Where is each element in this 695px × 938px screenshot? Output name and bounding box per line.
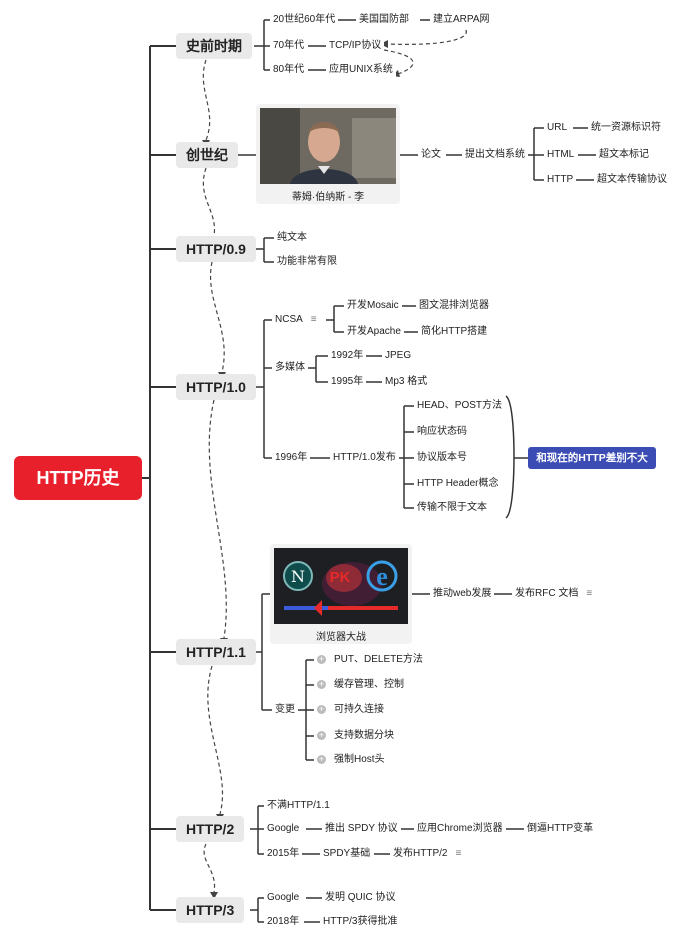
node-change-put-delete[interactable]: + PUT、DELETE方法 <box>314 652 426 668</box>
node-mosaic[interactable]: 开发Mosaic <box>344 298 402 314</box>
netscape-icon: N <box>291 567 305 586</box>
node-rfc[interactable]: 发布RFC 文档 ≡ <box>512 586 596 602</box>
tim-berners-lee-photo <box>260 108 396 184</box>
node-http10[interactable]: HTTP/1.0 <box>176 374 256 400</box>
browser-war-card[interactable]: N PK e 浏览器大战 <box>270 544 412 644</box>
summary-callout[interactable]: 和现在的HTTP差别不大 <box>528 447 656 469</box>
browser-war-image: N PK e <box>274 548 408 624</box>
node-http2-release[interactable]: 发布HTTP/2 ≡ <box>390 846 465 862</box>
change-label: 强制Host头 <box>334 754 385 765</box>
node-paper[interactable]: 论文 <box>418 147 444 163</box>
node-jpeg[interactable]: JPEG <box>382 348 415 364</box>
node-limited[interactable]: 功能非常有限 <box>274 254 340 270</box>
node-2015[interactable]: 2015年 <box>264 846 303 862</box>
change-label: PUT、DELETE方法 <box>334 654 423 665</box>
node-http-term[interactable]: HTTP <box>544 172 577 188</box>
node-spdy-base[interactable]: SPDY基础 <box>320 846 374 862</box>
expand-plus-icon[interactable]: + <box>317 703 326 714</box>
node-quic[interactable]: 发明 QUIC 协议 <box>322 890 399 906</box>
node-http3[interactable]: HTTP/3 <box>176 897 245 923</box>
root-node[interactable]: HTTP历史 <box>14 456 142 500</box>
node-1996[interactable]: 1996年 <box>272 450 311 466</box>
node-1970s[interactable]: 70年代 <box>270 38 308 54</box>
photo-card[interactable]: 蒂姆·伯纳斯 - 李 <box>256 104 400 204</box>
node-url[interactable]: URL <box>544 120 571 136</box>
node-google-spdy[interactable]: Google <box>264 821 303 837</box>
node-http2[interactable]: HTTP/2 <box>176 816 245 842</box>
node-tcpip[interactable]: TCP/IP协议 <box>326 38 385 54</box>
expand-plus-icon[interactable]: + <box>317 729 326 740</box>
node-mosaic-desc[interactable]: 图文混排浏览器 <box>416 298 492 314</box>
node-http11[interactable]: HTTP/1.1 <box>176 639 256 665</box>
node-feature-header[interactable]: HTTP Header概念 <box>414 476 502 492</box>
node-1992[interactable]: 1992年 <box>328 348 367 364</box>
node-http10-release[interactable]: HTTP/1.0发布 <box>330 450 399 466</box>
rfc-label: 发布RFC 文档 <box>515 588 579 599</box>
browser-war-caption: 浏览器大战 <box>316 632 366 643</box>
node-changes[interactable]: 变更 <box>272 702 298 718</box>
node-unhappy-http11[interactable]: 不满HTTP/1.1 <box>264 798 333 814</box>
http2-release-label: 发布HTTP/2 <box>393 848 448 859</box>
change-label: 支持数据分块 <box>334 730 394 741</box>
node-google-quic[interactable]: Google <box>264 890 303 906</box>
node-http3-approved[interactable]: HTTP/3获得批准 <box>320 914 401 930</box>
node-change-cache[interactable]: + 缓存管理、控制 <box>314 677 407 693</box>
node-apache[interactable]: 开发Apache <box>344 324 404 340</box>
node-feature-methods[interactable]: HEAD、POST方法 <box>414 398 506 414</box>
node-push-web[interactable]: 推动web发展 <box>430 586 495 602</box>
expand-plus-icon[interactable]: + <box>317 753 326 764</box>
node-1980s[interactable]: 80年代 <box>270 62 308 78</box>
node-mp3[interactable]: Mp3 格式 <box>382 374 431 390</box>
node-url-desc[interactable]: 统一资源标识符 <box>588 120 664 136</box>
node-feature-status[interactable]: 响应状态码 <box>414 424 470 440</box>
pk-text: PK <box>330 569 351 586</box>
node-1995[interactable]: 1995年 <box>328 374 367 390</box>
node-prehistory[interactable]: 史前时期 <box>176 33 252 59</box>
expand-plus-icon[interactable]: + <box>317 653 326 664</box>
node-spdy[interactable]: 推出 SPDY 协议 <box>322 821 401 837</box>
node-html[interactable]: HTML <box>544 147 578 163</box>
node-chrome[interactable]: 应用Chrome浏览器 <box>414 821 506 837</box>
node-ncsa[interactable]: NCSA ≡ <box>272 312 320 328</box>
notes-icon: ≡ <box>310 314 317 325</box>
node-apache-desc[interactable]: 简化HTTP搭建 <box>418 324 491 340</box>
node-arpanet[interactable]: 建立ARPA网 <box>430 12 493 28</box>
node-1960s[interactable]: 20世纪60年代 <box>270 12 339 28</box>
notes-icon: ≡ <box>586 588 593 599</box>
ncsa-label: NCSA <box>275 314 303 325</box>
node-feature-nontext[interactable]: 传输不限于文本 <box>414 500 490 516</box>
node-feature-version[interactable]: 协议版本号 <box>414 450 470 466</box>
node-change-host[interactable]: + 强制Host头 <box>314 752 388 768</box>
node-http09[interactable]: HTTP/0.9 <box>176 236 256 262</box>
node-change-chunked[interactable]: + 支持数据分块 <box>314 728 397 744</box>
node-http-desc[interactable]: 超文本传输协议 <box>594 172 670 188</box>
node-genesis[interactable]: 创世纪 <box>176 142 238 168</box>
node-force-change[interactable]: 倒逼HTTP变革 <box>524 821 597 837</box>
change-label: 缓存管理、控制 <box>334 679 404 690</box>
node-multimedia[interactable]: 多媒体 <box>272 360 308 376</box>
photo-caption: 蒂姆·伯纳斯 - 李 <box>291 192 365 203</box>
node-dod[interactable]: 美国国防部 <box>356 12 412 28</box>
node-doc-system[interactable]: 提出文档系统 <box>462 147 528 163</box>
node-plain-text[interactable]: 纯文本 <box>274 230 310 246</box>
node-2018[interactable]: 2018年 <box>264 914 303 930</box>
notes-icon: ≡ <box>455 848 462 859</box>
node-change-keepalive[interactable]: + 可持久连接 <box>314 702 387 718</box>
node-html-desc[interactable]: 超文本标记 <box>596 147 652 163</box>
expand-plus-icon[interactable]: + <box>317 678 326 689</box>
change-label: 可持久连接 <box>334 704 384 715</box>
ie-icon: e <box>376 562 388 591</box>
node-unix[interactable]: 应用UNIX系统 <box>326 62 396 78</box>
